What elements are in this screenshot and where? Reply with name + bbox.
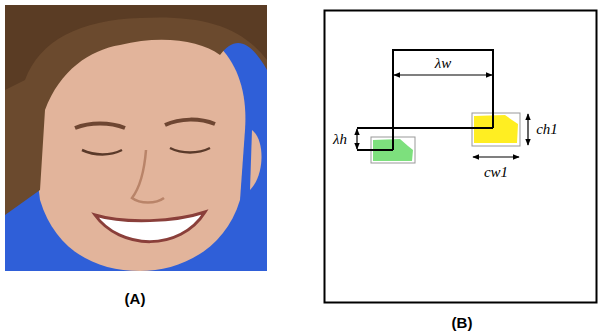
dimension-label: λh — [332, 132, 348, 147]
panel-label: (A) — [125, 291, 146, 306]
dimension-arrows — [357, 75, 528, 157]
dimension-label: ch1 — [535, 122, 559, 137]
face-photo — [5, 5, 267, 271]
frame — [325, 11, 597, 303]
yellow-patch — [472, 113, 520, 146]
construction-lines — [357, 50, 493, 150]
panel-label: (B) — [452, 315, 473, 330]
dimension-label: cw1 — [483, 165, 509, 180]
dimension-label: λw — [434, 56, 453, 71]
